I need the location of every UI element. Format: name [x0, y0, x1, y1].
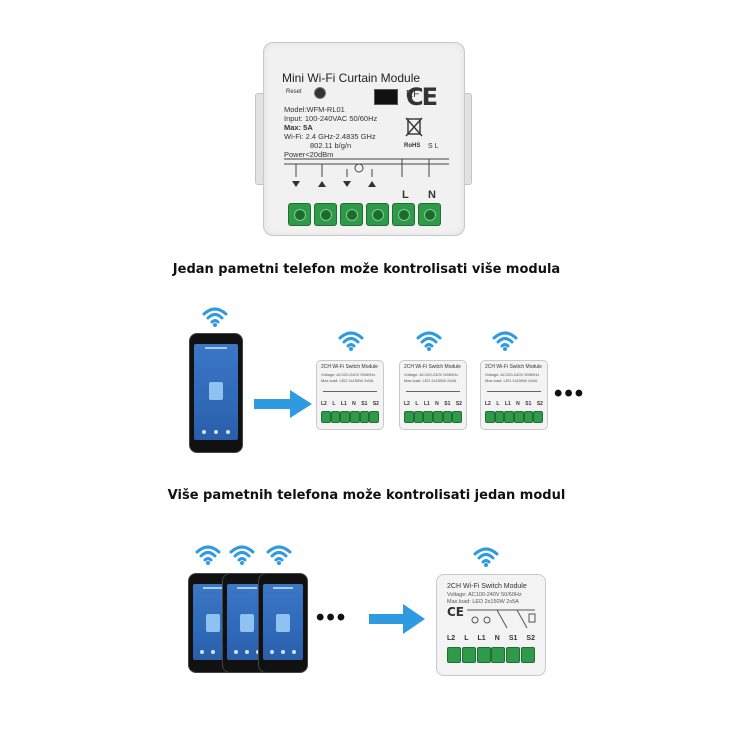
- terminal-block: [404, 411, 463, 423]
- power-text: Power<20dBm: [284, 150, 334, 159]
- wifi-text: Wi-Fi: 2.4 GHz-2.4835 GHz: [284, 132, 376, 141]
- wifi-icon: [195, 544, 221, 566]
- terminal-label-l: L: [402, 189, 409, 201]
- screw-terminal: [392, 203, 415, 226]
- reset-label: Reset: [286, 89, 302, 95]
- wiring-diagram: [284, 158, 449, 187]
- voltage-text: Voltage: AC100-240V 50/60Hz: [321, 372, 376, 377]
- wiring-diagram: [467, 609, 536, 629]
- wifi-std-text: 802.11 b/g/n: [310, 141, 352, 150]
- wifi-icon: [492, 330, 518, 352]
- module-body: Mini Wi-Fi Curtain Module Reset RF CE Mo…: [263, 42, 465, 236]
- wifi-icon: [338, 330, 364, 352]
- wifi-icon: [229, 544, 255, 566]
- arrow-right-icon: [369, 604, 425, 634]
- smartphone: [189, 333, 243, 453]
- s-l-label: S L: [428, 143, 439, 150]
- screw-terminal: [340, 203, 363, 226]
- terminal-block: [485, 411, 544, 423]
- ellipsis: •••: [554, 380, 586, 407]
- maxload-text: Max.load: LED 2x150W 2x5A: [447, 599, 519, 605]
- max-text: Max: 5A: [284, 123, 313, 132]
- terminal-block: [447, 647, 535, 663]
- ce-mark: CE: [447, 605, 465, 619]
- module-title: 2CH Wi-Fi Switch Module: [485, 364, 542, 370]
- curtain-module-image: Mini Wi-Fi Curtain Module Reset RF CE Mo…: [255, 38, 472, 238]
- ce-mark: CE: [406, 83, 438, 111]
- rohs-label: RoHS: [404, 143, 421, 149]
- screw-terminal: [314, 203, 337, 226]
- caption-one-to-many: Jedan pametni telefon može kontrolisati …: [172, 262, 561, 277]
- wifi-icon: [202, 306, 228, 328]
- switch-module: 2CH Wi-Fi Switch Module Voltage: AC100-2…: [480, 360, 548, 430]
- switch-module-large: 2CH Wi-Fi Switch Module Voltage: AC100-2…: [436, 574, 546, 676]
- voltage-text: Voltage: AC100-240V 50/60Hz: [447, 592, 522, 598]
- terminal-label-n: N: [428, 189, 436, 201]
- voltage-text: Voltage: AC100-240V 50/60Hz: [485, 372, 540, 377]
- rf-label: RF: [406, 89, 420, 100]
- weee-bin-icon: [405, 117, 423, 137]
- maxload-text: Max.load: LED 2x150W 2x5A: [485, 378, 538, 383]
- caption-many-to-one: Više pametnih telefona može kontrolisati…: [167, 488, 566, 503]
- maxload-text: Max.load: LED 2x150W 2x5A: [404, 378, 457, 383]
- terminal-block: [321, 411, 380, 423]
- input-text: Input: 100-240VAC 50/60Hz: [284, 114, 378, 123]
- wifi-icon: [416, 330, 442, 352]
- model-text: Model:WFM-RL01: [284, 105, 345, 114]
- module-title: 2CH Wi-Fi Switch Module: [321, 364, 378, 370]
- screw-terminal: [418, 203, 441, 226]
- screw-terminal: [288, 203, 311, 226]
- reset-button: [314, 87, 326, 99]
- module-title: Mini Wi-Fi Curtain Module: [282, 71, 421, 85]
- switch-module: 2CH Wi-Fi Switch Module Voltage: AC100-2…: [316, 360, 384, 430]
- switch-module: 2CH Wi-Fi Switch Module Voltage: AC100-2…: [399, 360, 467, 430]
- smartphone: [258, 573, 308, 673]
- module-title: 2CH Wi-Fi Switch Module: [447, 583, 527, 590]
- wifi-icon: [473, 546, 499, 568]
- screw-terminal: [366, 203, 389, 226]
- ellipsis: •••: [316, 604, 348, 631]
- led-window: [374, 89, 398, 105]
- voltage-text: Voltage: AC100-240V 50/60Hz: [404, 372, 459, 377]
- maxload-text: Max.load: LED 2x150W 2x5A: [321, 378, 374, 383]
- wifi-icon: [266, 544, 292, 566]
- arrow-right-icon: [254, 390, 312, 418]
- module-title: 2CH Wi-Fi Switch Module: [404, 364, 461, 370]
